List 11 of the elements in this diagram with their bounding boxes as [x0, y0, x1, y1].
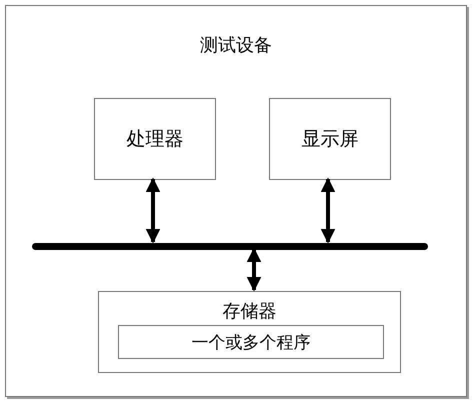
double-arrow [246, 248, 262, 292]
double-arrow [320, 178, 336, 244]
program-box: 一个或多个程序 [118, 325, 384, 359]
component-box: 显示屏 [269, 98, 391, 180]
device-title: 测试设备 [199, 34, 273, 57]
component-box: 处理器 [94, 98, 216, 180]
device-frame [5, 5, 467, 397]
memory-box [98, 291, 401, 373]
box-title: 存储器 [222, 300, 278, 323]
double-arrow [146, 178, 160, 244]
bus-bar [32, 243, 428, 250]
